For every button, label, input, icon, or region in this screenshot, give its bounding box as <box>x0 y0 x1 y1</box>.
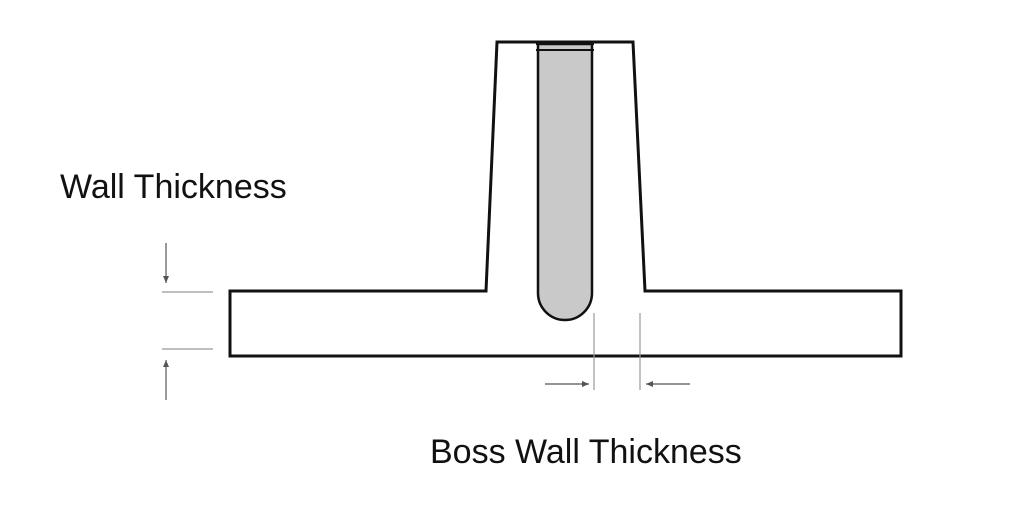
screw-hole <box>536 42 594 322</box>
wall-thickness-dimension <box>162 243 213 400</box>
boss-wall-thickness-label: Boss Wall Thickness <box>430 433 742 471</box>
boss-wall-thickness-dimension <box>545 313 690 390</box>
wall-thickness-label: Wall Thickness <box>60 168 287 206</box>
